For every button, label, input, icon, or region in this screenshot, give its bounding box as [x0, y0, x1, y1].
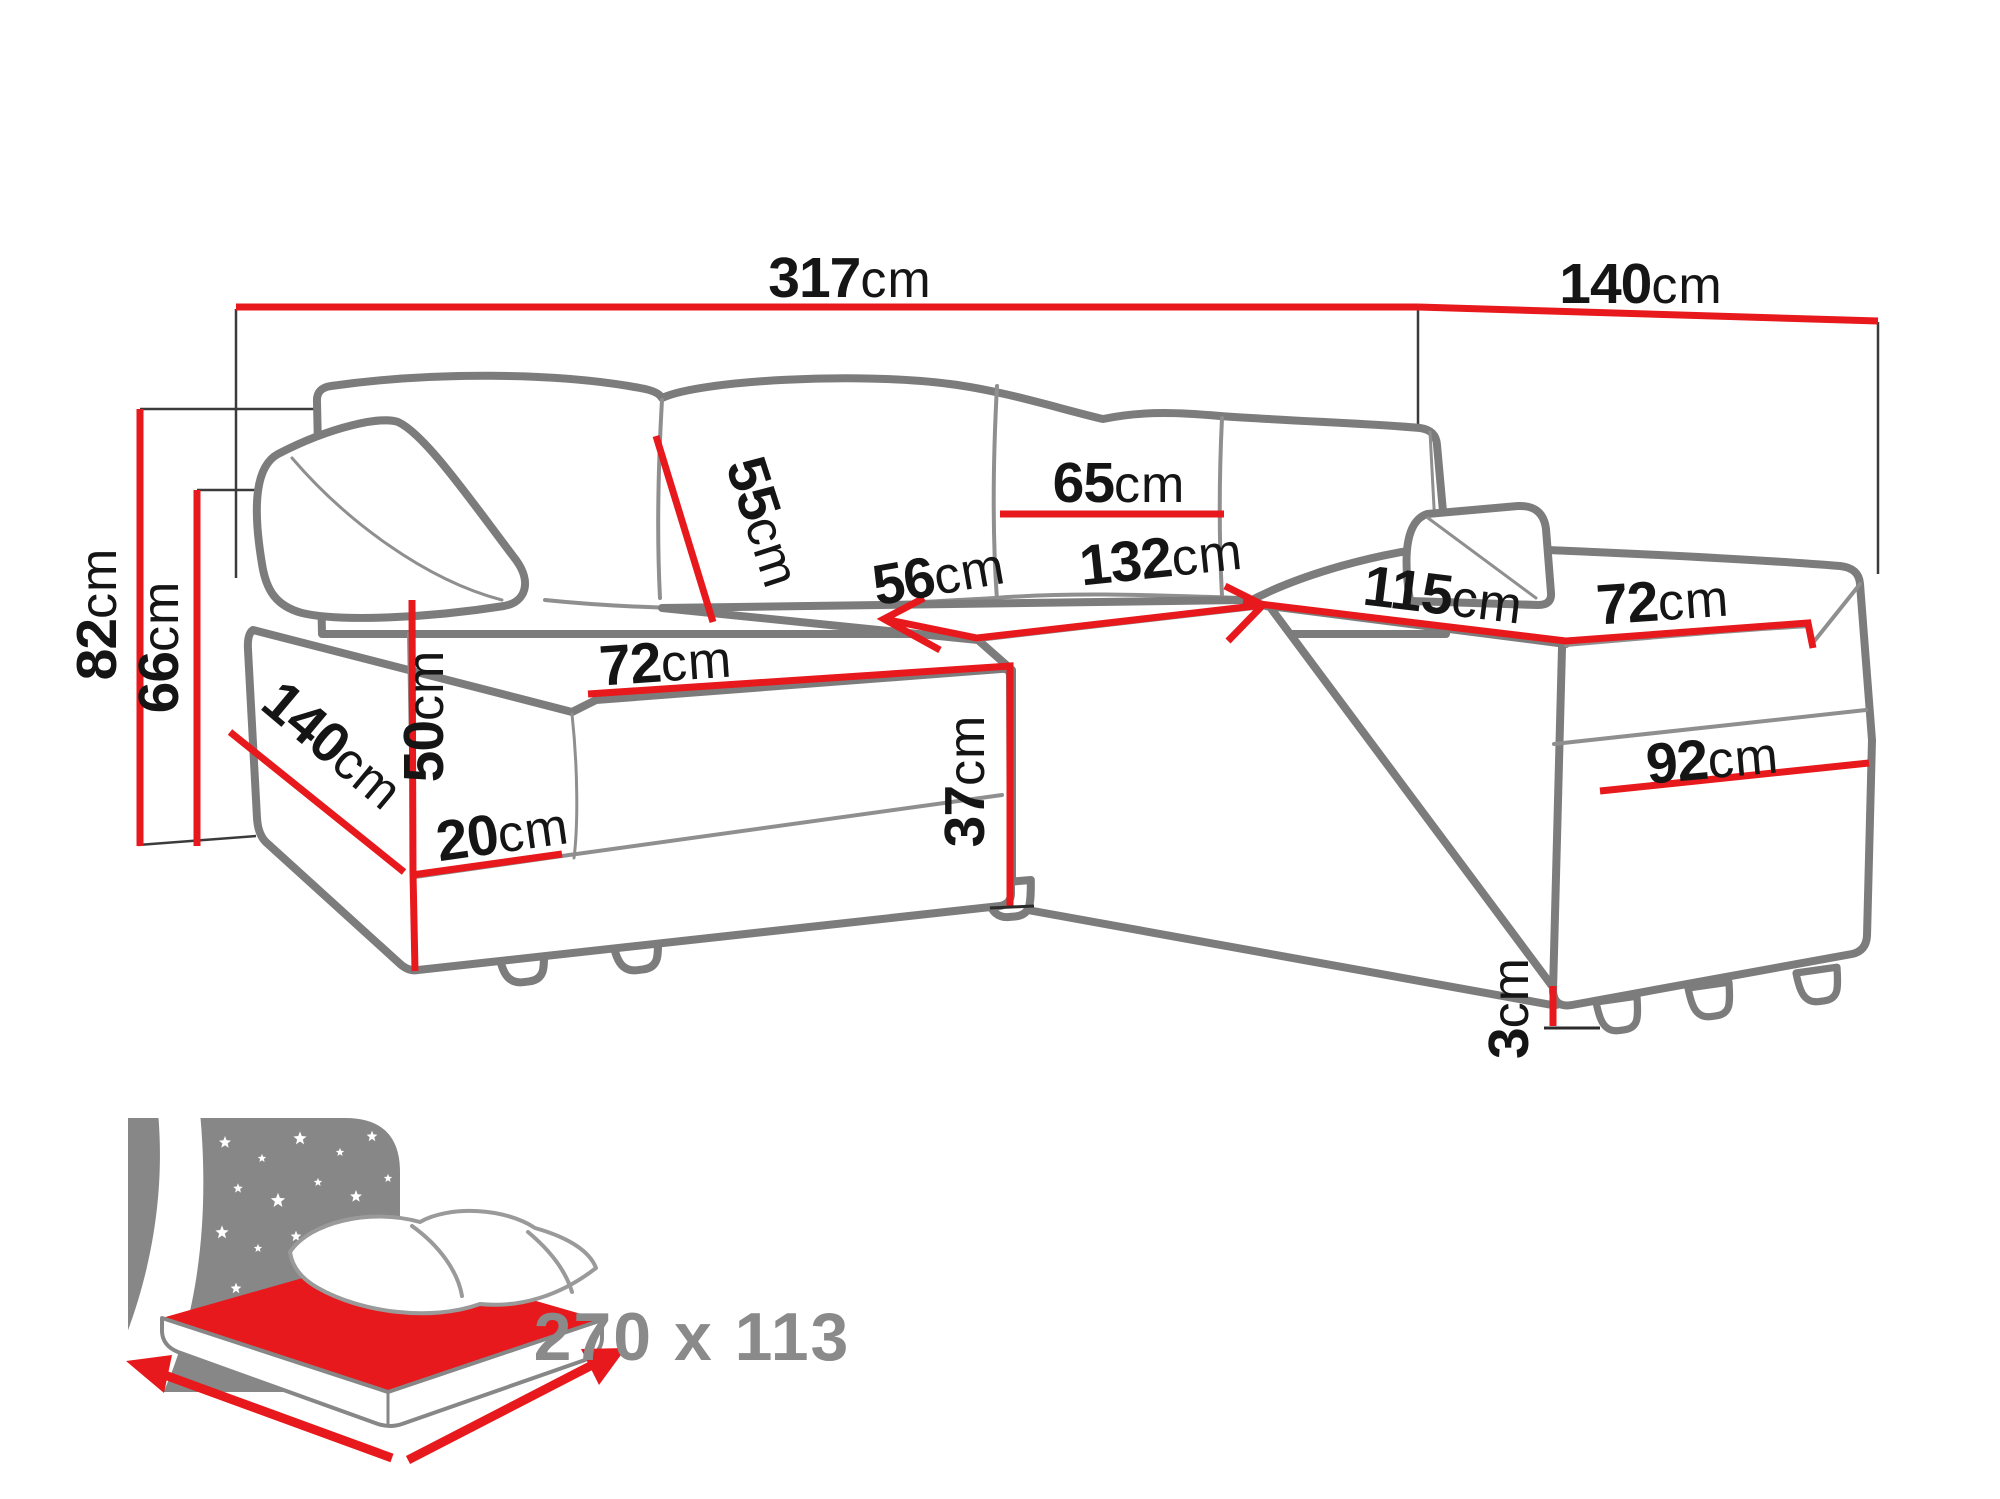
sofa-foot — [1688, 982, 1733, 1019]
bed-arrow-right — [405, 1358, 601, 1464]
left-arm-pillow — [252, 416, 529, 622]
bed-mattress-side — [160, 1316, 604, 1428]
sofa-right-chaise — [1242, 542, 1876, 1010]
label-height-total: 82cm — [65, 548, 129, 681]
sofa-foot — [1596, 996, 1641, 1033]
label-height-backrest: 66cm — [127, 581, 191, 714]
bed-arrow-left-head — [126, 1355, 172, 1393]
label-total-width: 317cm — [768, 246, 931, 310]
label-seat-width-left: 72cm — [597, 625, 734, 698]
bed-arrow-left — [160, 1369, 394, 1463]
sofa-foot — [1796, 967, 1841, 1004]
label-leg-height: 3cm — [1477, 957, 1541, 1059]
label-chaise-length-right: 115cm — [1360, 554, 1527, 637]
label-armrest-height: 50cm — [392, 650, 456, 783]
label-chaise-front-right: 92cm — [1643, 721, 1781, 796]
sofa-backrest — [312, 371, 1450, 638]
label-seat-depth: 56cm — [868, 532, 1010, 618]
label-seat-width-center: 132cm — [1076, 518, 1245, 599]
label-seat-height: 37cm — [933, 715, 997, 848]
label-base-height: 20cm — [432, 792, 572, 874]
label-cushion-width: 65cm — [1053, 451, 1186, 515]
bed-arrow-right-head — [581, 1348, 626, 1385]
dimension-lines — [136, 303, 1879, 1030]
label-chaise-width-right: 72cm — [1594, 564, 1731, 637]
bed-duvet — [288, 1208, 598, 1316]
label-depth-right: 140cm — [1559, 252, 1722, 316]
sofa-sketch — [243, 371, 1876, 1033]
sleeping-area-size: 270 x 113 — [534, 1299, 851, 1375]
sleeping-area-icon: 270 x 113 — [96, 1112, 851, 1464]
bed-pillow-folds — [410, 1224, 574, 1298]
